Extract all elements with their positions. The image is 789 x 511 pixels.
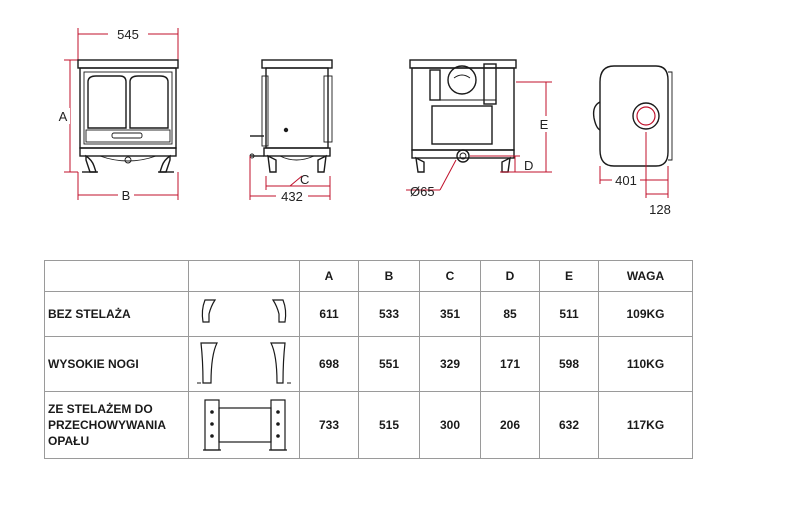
cell-d: 171 xyxy=(480,336,540,392)
side-depth-label: 432 xyxy=(281,189,303,204)
front-letter-a: A xyxy=(59,109,68,124)
side-view: C 432 xyxy=(249,59,333,204)
cell-a: 611 xyxy=(299,291,359,337)
table-row: WYSOKIE NOGI 698 551 329 171 598 110KG xyxy=(44,336,693,392)
cell-b: 515 xyxy=(358,391,420,459)
cell-a: 698 xyxy=(299,336,359,392)
side-letter-c: C xyxy=(300,172,309,187)
cell-waga: 117KG xyxy=(598,391,693,459)
rear-flue-label: Ø65 xyxy=(410,184,435,199)
table-header-row: A B C D E WAGA xyxy=(44,260,693,292)
technical-drawings: 545 A B xyxy=(56,26,673,217)
top-offset-label: 128 xyxy=(649,202,671,217)
header-icon xyxy=(188,260,300,292)
header-c: C xyxy=(419,260,481,292)
cell-c: 300 xyxy=(419,391,481,459)
short-leg-icon xyxy=(188,291,300,337)
header-waga: WAGA xyxy=(598,260,693,292)
front-view: 545 A B xyxy=(56,26,179,203)
top-view: 401 128 xyxy=(592,65,673,217)
rear-view: E D Ø65 xyxy=(406,59,552,199)
cell-b: 533 xyxy=(358,291,420,337)
header-a: A xyxy=(299,260,359,292)
cell-waga: 110KG xyxy=(598,336,693,392)
cell-waga: 109KG xyxy=(598,291,693,337)
front-width-label: 545 xyxy=(117,27,139,42)
cell-c: 329 xyxy=(419,336,481,392)
row-label: WYSOKIE NOGI xyxy=(44,336,189,392)
front-letter-b: B xyxy=(122,188,131,203)
cell-e: 632 xyxy=(539,391,599,459)
cell-e: 598 xyxy=(539,336,599,392)
header-label xyxy=(44,260,189,292)
header-d: D xyxy=(480,260,540,292)
cell-c: 351 xyxy=(419,291,481,337)
header-e: E xyxy=(539,260,599,292)
rear-letter-d: D xyxy=(524,158,533,173)
table-row: BEZ STELAŻA 611 533 351 85 511 109KG xyxy=(44,291,693,337)
row-label: BEZ STELAŻA xyxy=(44,291,189,337)
log-store-icon xyxy=(188,391,300,459)
cell-d: 85 xyxy=(480,291,540,337)
top-depth-label: 401 xyxy=(615,173,637,188)
table-row: ZE STELAŻEM DO PRZECHOWYWANIA OPAŁU 733 … xyxy=(44,391,693,459)
cell-d: 206 xyxy=(480,391,540,459)
rear-letter-e: E xyxy=(540,117,549,132)
cell-b: 551 xyxy=(358,336,420,392)
cell-e: 511 xyxy=(539,291,599,337)
row-label: ZE STELAŻEM DO PRZECHOWYWANIA OPAŁU xyxy=(44,391,189,459)
tall-leg-icon xyxy=(188,336,300,392)
cell-a: 733 xyxy=(299,391,359,459)
header-b: B xyxy=(358,260,420,292)
spec-table: A B C D E WAGA BEZ STELAŻA 611 533 351 8… xyxy=(44,260,693,459)
